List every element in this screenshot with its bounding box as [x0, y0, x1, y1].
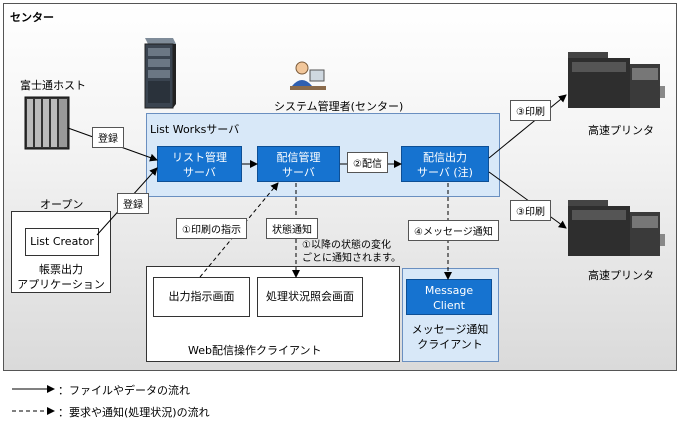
message-notify-label: ④メッセージ通知: [408, 220, 499, 241]
listworks-frame-label: List Worksサーバ: [150, 123, 240, 136]
host-label: 富士通ホスト: [20, 79, 86, 92]
register-label-open: 登録: [117, 193, 149, 214]
printer-label-1: 高速プリンタ: [588, 124, 654, 137]
administrator-icon: [288, 60, 328, 99]
distribution-management-server: 配信管理サーバ: [257, 146, 340, 182]
deliver-label: ②配信: [347, 152, 388, 173]
print-instruction-label: ①印刷の指示: [176, 218, 247, 239]
form-output-app-label: 帳票出力アプリケーション: [17, 263, 105, 291]
legend-solid-text: ：ファイルやデータの流れ: [58, 384, 190, 397]
list-management-server: リスト管理サーバ: [157, 146, 242, 182]
distribution-output-server: 配信出力サーバ (注): [401, 146, 489, 182]
printer-label-2: 高速プリンタ: [588, 269, 654, 282]
server-tower-icon: [137, 36, 177, 113]
print-label-2: ③印刷: [510, 200, 551, 221]
open-label: オープン: [40, 198, 84, 211]
output-instruction-screen: 出力指示画面: [153, 277, 250, 317]
printer-icon-2: [566, 198, 666, 263]
print-label-1: ③印刷: [510, 100, 551, 121]
mainframe-icon: [24, 96, 70, 153]
register-label-host: 登録: [92, 127, 124, 148]
list-creator-box: List Creator: [25, 228, 99, 256]
web-client-label: Web配信操作クライアント: [188, 344, 322, 357]
legend-dashed-text: ：要求や通知(処理状況)の流れ: [58, 406, 210, 419]
status-change-note: ①以降の状態の変化ごとに通知されます。: [302, 240, 401, 264]
admin-label: システム管理者(センター): [274, 100, 404, 113]
status-notify-label: 状態通知: [266, 218, 318, 239]
status-inquiry-screen: 処理状況照会画面: [257, 277, 363, 317]
center-label: センター: [10, 11, 54, 24]
message-client-label: メッセージ通知クライアント: [411, 323, 489, 351]
printer-icon-1: [566, 50, 666, 115]
